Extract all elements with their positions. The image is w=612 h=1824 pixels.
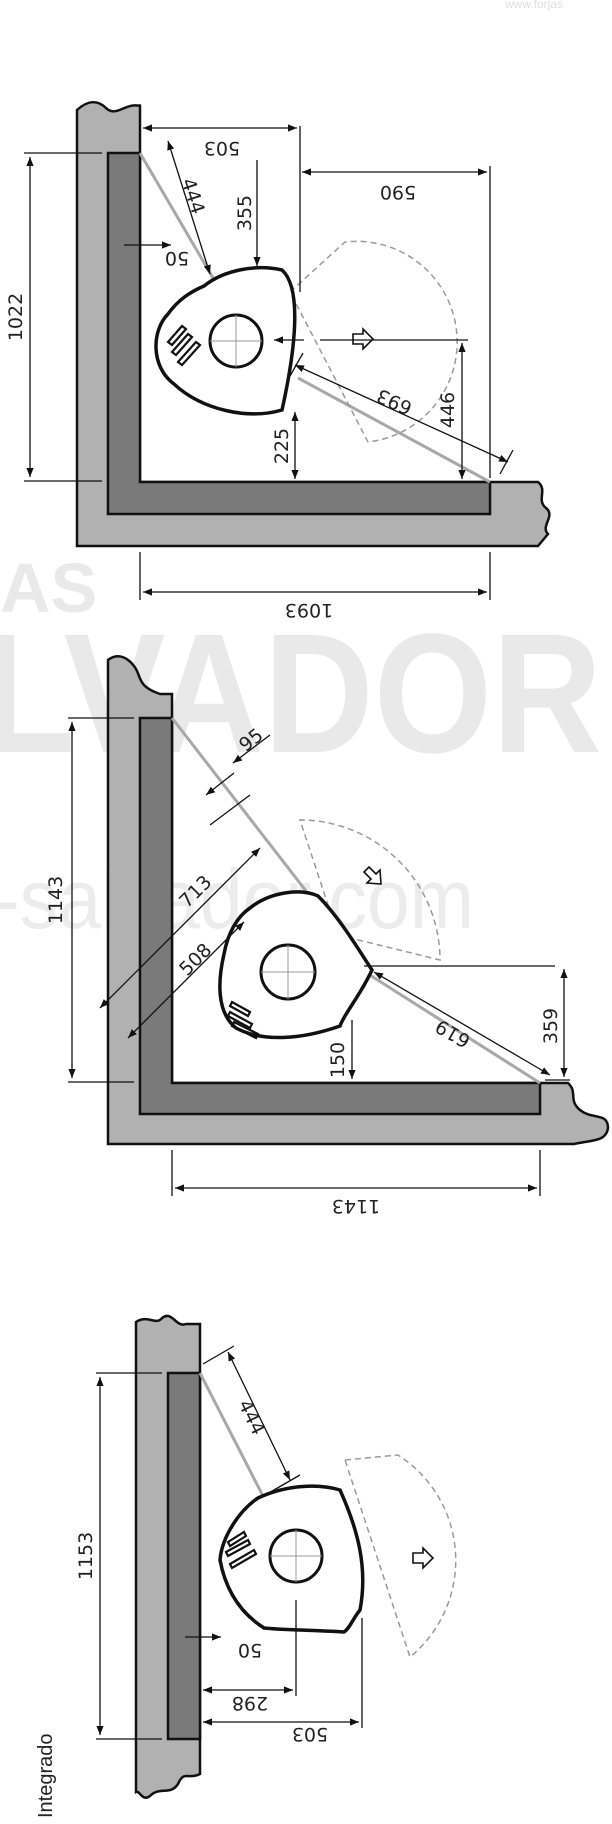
dim-503: 503 [292, 1723, 328, 1745]
dim-503: 503 [204, 137, 240, 159]
watermark: www.forjas AS LVADOR -salvador.com [0, 0, 602, 946]
dim-444: 444 [234, 1396, 270, 1438]
dim-1093: 1093 [285, 599, 333, 621]
dim-1143-bottom: 1143 [332, 1195, 380, 1217]
dim-50: 50 [165, 247, 189, 269]
dim-1022: 1022 [5, 293, 27, 341]
door-swing-arc [289, 240, 458, 443]
dim-590: 590 [380, 181, 416, 203]
dim-693: 693 [374, 384, 416, 419]
dim-50: 50 [238, 1639, 262, 1661]
door-direction-arrow [362, 865, 382, 885]
label-integrado: Integrado [35, 1733, 57, 1818]
door-direction-arrow [412, 1546, 435, 1570]
watermark-line-2: LVADOR [0, 599, 602, 789]
diagram-corner-left: 503 590 444 355 50 1022 693 446 225 1093 [5, 101, 551, 621]
dim-359: 359 [540, 1008, 562, 1044]
air-vent-slots [224, 1530, 258, 1570]
dim-355: 355 [234, 195, 256, 231]
door-direction-arrow [352, 327, 375, 351]
diagram-integrated: 444 1153 50 298 503 Integrado [35, 1314, 457, 1818]
dim-446: 446 [437, 392, 459, 428]
dim-150: 150 [327, 1042, 349, 1078]
dim-225: 225 [271, 428, 293, 464]
door-swing-arc [343, 1454, 457, 1659]
air-vent-slots [166, 324, 202, 367]
dim-1153: 1153 [75, 1532, 97, 1580]
dim-444: 444 [177, 176, 209, 217]
door-swing-arc [298, 819, 441, 961]
dim-298: 298 [232, 1692, 268, 1714]
dim-619: 619 [432, 1015, 474, 1052]
dim-1143-left: 1143 [45, 876, 67, 924]
hearth-panel [166, 1371, 202, 1741]
watermark-line-1: AS [0, 549, 97, 627]
watermark-url: www.forjas [504, 0, 563, 11]
